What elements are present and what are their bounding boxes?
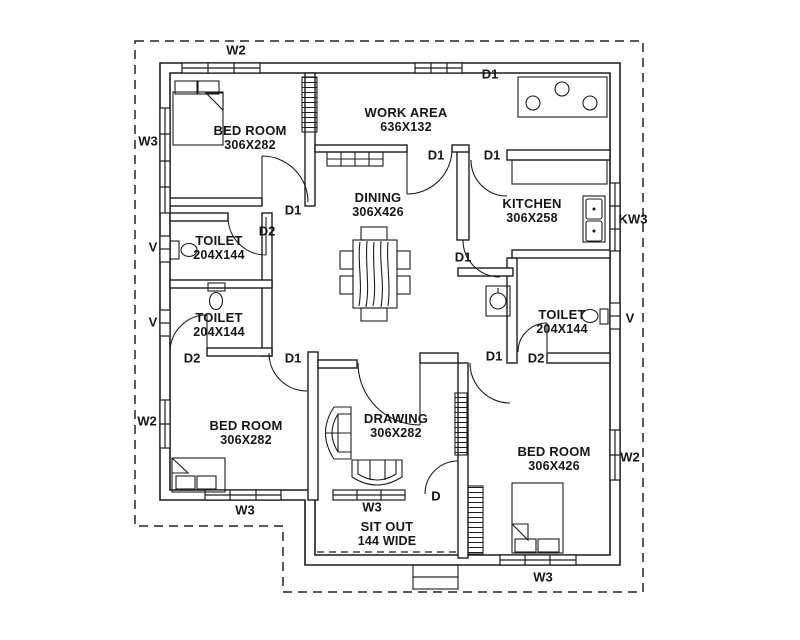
window-work-area-top — [414, 62, 463, 74]
marker-d-sitout: D — [431, 488, 441, 504]
marker-d1-top: D1 — [481, 66, 499, 82]
stair-strip — [301, 76, 318, 133]
window-w3-left — [159, 107, 171, 214]
sofa-left — [324, 406, 352, 460]
dining-sideboard — [326, 151, 384, 167]
bed-bottom-right — [511, 482, 564, 554]
hob-counter — [517, 76, 608, 118]
window-w3-bedroom-br — [499, 554, 577, 566]
marker-d2-toilet-right: D2 — [527, 350, 545, 366]
wardrobe-strip2 — [467, 485, 484, 555]
dining-table — [339, 226, 411, 322]
ventilator-left-1 — [159, 235, 171, 263]
marker-w2-right: W2 — [620, 449, 640, 465]
marker-w3-bottom-right: W3 — [533, 569, 553, 585]
bed-top-left — [172, 80, 224, 146]
marker-kw3: KW3 — [618, 211, 648, 227]
window-w3-drawing — [332, 489, 406, 501]
bed-bottom-left — [171, 457, 226, 493]
marker-w2-top: W2 — [226, 42, 246, 58]
ventilator-right — [609, 302, 621, 330]
kitchen-counter — [511, 159, 608, 185]
marker-d1-work-dining: D1 — [427, 147, 445, 163]
marker-d1-bedroom-br: D1 — [485, 348, 503, 364]
marker-w2-left: W2 — [137, 413, 157, 429]
marker-v-left-2: V — [148, 314, 158, 330]
marker-w3-left: W3 — [138, 133, 158, 149]
window-w2-top — [181, 62, 261, 74]
outer-walls — [159, 62, 621, 566]
marker-d1-drawing: D1 — [284, 350, 302, 366]
marker-d1-kitchen-low: D1 — [454, 249, 472, 265]
wc-toilet-right — [581, 308, 609, 325]
wc-toilet-left-1 — [169, 240, 198, 260]
wash-basin — [485, 285, 511, 317]
ventilator-left-2 — [159, 309, 171, 337]
wc-toilet-left-2 — [207, 282, 226, 311]
door-arcs — [169, 148, 548, 495]
hatched-strips — [301, 76, 484, 555]
marker-v-right: V — [625, 310, 635, 326]
kitchen-sink — [582, 195, 606, 243]
window-w2-left — [159, 399, 171, 449]
marker-d2-toilet-1: D2 — [258, 223, 276, 239]
marker-w3-bottom-left: W3 — [235, 502, 255, 518]
marker-d2-toilet-2: D2 — [183, 350, 201, 366]
window-kw3-right — [609, 182, 621, 252]
marker-v-left-1: V — [148, 239, 158, 255]
wardrobe-strip — [454, 392, 468, 456]
marker-d1-kitchen: D1 — [483, 147, 501, 163]
site-boundary — [134, 40, 644, 593]
windows — [159, 62, 621, 566]
marker-d1-bedroom-tl: D1 — [284, 202, 302, 218]
window-w3-bedroom-bl — [204, 489, 282, 501]
marker-w3-bottom-center: W3 — [362, 499, 382, 515]
entry-steps — [412, 564, 459, 590]
sofa-bottom — [351, 459, 403, 486]
window-w2-right — [609, 429, 621, 481]
furniture — [169, 76, 609, 590]
